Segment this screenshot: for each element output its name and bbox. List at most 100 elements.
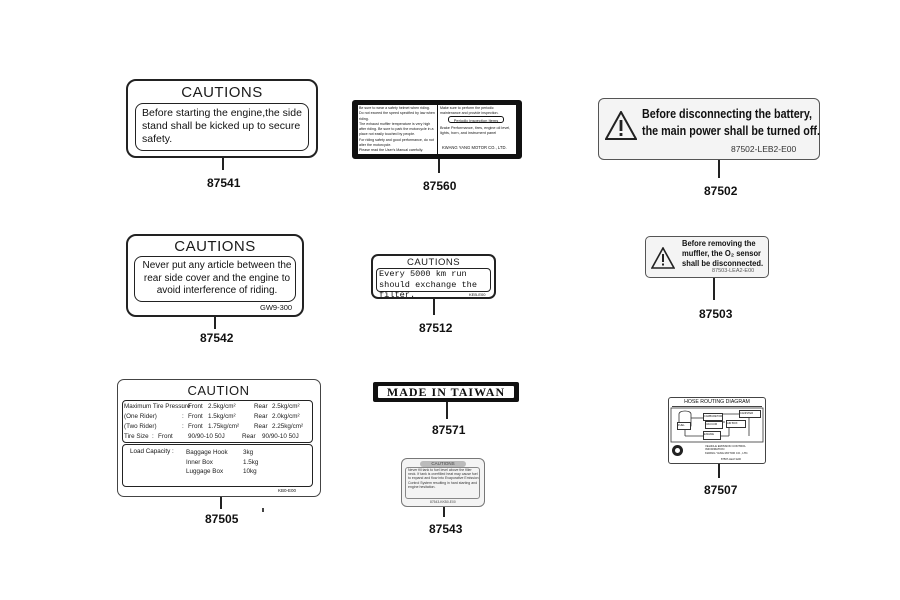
inspection-items-box: Periodic inspection Items [448, 116, 504, 123]
o2-warning-line-3: shall be disconnected. [682, 258, 764, 268]
label-text: Never put any article between the rear s… [142, 260, 292, 296]
fuel-caution-label-87543: CAUTIONS Never fill tank to fuel level a… [401, 458, 485, 507]
tire-row-rear: Rear [254, 423, 268, 430]
tire-row-rear-value: 2.0kg/cm² [272, 413, 300, 420]
hose-routing-label-87507: HOSE ROUTING DIAGRAM CARBURETOR VACUUM A… [668, 397, 766, 464]
tire-row-2: (Two Rider) : Front 1.75kg/cm² Rear 2.25… [124, 422, 312, 432]
inspection-box-text: Periodic inspection Items [453, 117, 499, 123]
load-item-value: 3kg [243, 449, 254, 456]
tire-row-0: Maximum Tire Pressure : Front 2.5kg/cm² … [124, 402, 312, 412]
right-instruction-text-1: Make sure to perform the periodic mainte… [440, 106, 499, 115]
battery-warning-line-1: Before disconnecting the battery, [642, 107, 813, 121]
label-title: CAUTIONS [406, 257, 461, 268]
tire-row-sep: : [182, 413, 184, 420]
hose-box-label: CANISTER [740, 412, 754, 415]
tire-row-label: (One Rider) [124, 413, 157, 420]
part-number-87512: 87512 [419, 321, 453, 335]
hose-company-name: KWANG YANG MOTOR CO., LTD. [705, 451, 749, 455]
label-title: CAUTION [187, 383, 250, 398]
tire-row-1: (One Rider) : Front 1.5kg/cm² Rear 2.0kg… [124, 412, 312, 422]
label-text-box [405, 467, 480, 499]
leader-line-87560 [438, 159, 440, 173]
label-divider [437, 105, 438, 154]
tire-row-rear: Rear [242, 433, 256, 440]
tire-row-rear-value: 2.25kg/cm² [272, 423, 304, 430]
company-name: KWANG YANG MOTOR CO., LTD. [442, 145, 507, 150]
o2-warning-line-2: muffler, the O₂ sensor [682, 248, 762, 258]
tire-row-rear: Rear [254, 403, 268, 410]
leader-line-87502 [718, 160, 720, 178]
leader-line-87543 [443, 507, 445, 517]
part-number-87503: 87503 [699, 307, 733, 321]
hose-box-fuel: FUEL [677, 422, 691, 430]
filter-caution-label-87512: CAUTIONS Every 5000 km run should exchan… [371, 254, 496, 300]
o2-warning-line-1: Before removing the [682, 238, 756, 248]
tire-row-front-value: 2.5kg/cm² [208, 403, 236, 410]
warning-triangle-icon [605, 111, 637, 140]
part-number-87541: 87541 [207, 176, 241, 190]
hose-box-label: FUEL [678, 424, 685, 427]
hose-box-engine: ENGINE [703, 431, 721, 440]
hose-diagram-title: HOSE ROUTING DIAGRAM [672, 399, 762, 407]
tire-row-rear-value: 90/90-10 50J [262, 433, 299, 440]
label-text-box [376, 268, 491, 292]
left-line-1: Be sure to wear a safety helmet when rid… [359, 106, 430, 110]
label-title: CAUTIONS [431, 461, 455, 466]
tire-row-rear-value: 2.5kg/cm² [272, 403, 300, 410]
tire-row-front: Front [158, 433, 173, 440]
tire-row-sep: : [152, 433, 154, 440]
part-number-87543: 87543 [429, 522, 463, 536]
hose-box-label: VACUUM [706, 423, 718, 426]
part-number-87542: 87542 [200, 331, 234, 345]
tire-row-label: (Two Rider) [124, 423, 157, 430]
made-in-taiwan-label-87571: MADE IN TAIWAN [373, 382, 519, 402]
right-instruction-text-2: Brake Performance, tires, engine oil lev… [440, 126, 511, 135]
tire-row-label: Tire Size [124, 433, 149, 440]
hose-box-label: ENGINE [704, 433, 714, 436]
leader-line-87505 [220, 497, 222, 509]
label-inner-white: Be sure to wear a safety helmet when rid… [358, 105, 516, 154]
part-number-87560: 87560 [423, 179, 457, 193]
hose-box-label: AIR BOX [727, 422, 738, 425]
left-line-5: Please read the User's Manual carefully. [359, 148, 424, 153]
load-item-value: 1.5kg [243, 459, 259, 466]
battery-warning-line-2: the main power shall be turned off. [642, 124, 820, 138]
label-code: GW9-300 [260, 303, 293, 312]
o2-sensor-warning-label-87503: Before removing the muffler, the O₂ sens… [645, 236, 769, 278]
hose-box-canister: CANISTER [739, 410, 761, 418]
load-item-2: Luggage Box 10kg [186, 467, 296, 477]
label-text: Before starting the engine,the side stan… [142, 107, 302, 145]
made-in-taiwan-text: MADE IN TAIWAN [386, 385, 506, 399]
load-item-name: Luggage Box [186, 468, 224, 475]
caution-label-87542: CAUTIONS Never put any article between t… [126, 234, 304, 317]
tire-row-front: Front [188, 403, 203, 410]
tire-row-front-value: 1.5kg/cm² [208, 413, 236, 420]
hose-label-code: 87507-LEA7-E00 [721, 458, 741, 461]
tire-row-label: Maximum Tire Pressure [124, 403, 191, 410]
part-number-87571: 87571 [432, 423, 466, 437]
tire-row-3: Tire Size : Front 90/90-10 50J Rear 90/9… [124, 432, 312, 442]
part-number-87505: 87505 [205, 512, 239, 526]
label-text-box [135, 103, 309, 151]
title-bar [420, 461, 466, 467]
caution-label-87541: CAUTIONS Before starting the engine,the … [126, 79, 318, 158]
warning-triangle-icon [651, 247, 675, 269]
logo-inner [675, 448, 680, 453]
tire-row-front-value: 1.75kg/cm² [208, 423, 240, 430]
load-item-1: Inner Box 1.5kg [186, 458, 296, 468]
load-item-name: Inner Box [186, 459, 213, 466]
load-capacity-text: Load Capacity [130, 448, 171, 455]
load-item-name: Baggage Hook [186, 449, 228, 456]
hose-box-vacuum: VACUUM [705, 421, 723, 429]
leader-line-87571 [446, 402, 448, 419]
label-code: KB0-E00 [278, 488, 297, 493]
leader-stub-mark [262, 508, 264, 512]
tire-load-caution-label-87505: CAUTION Maximum Tire Pressure : Front 2.… [117, 379, 321, 497]
leader-line-87507 [718, 464, 720, 478]
label-title: CAUTIONS [181, 84, 263, 101]
battery-warning-label-87502: Before disconnecting the battery, the ma… [598, 98, 820, 160]
tire-row-sep: : [182, 403, 184, 410]
label-code: 87543-KKB0-E00 [430, 500, 456, 504]
label-code-mark: KEB-E00 [469, 292, 486, 297]
left-instruction-text: Be sure to wear a safety helmet when rid… [359, 106, 435, 154]
